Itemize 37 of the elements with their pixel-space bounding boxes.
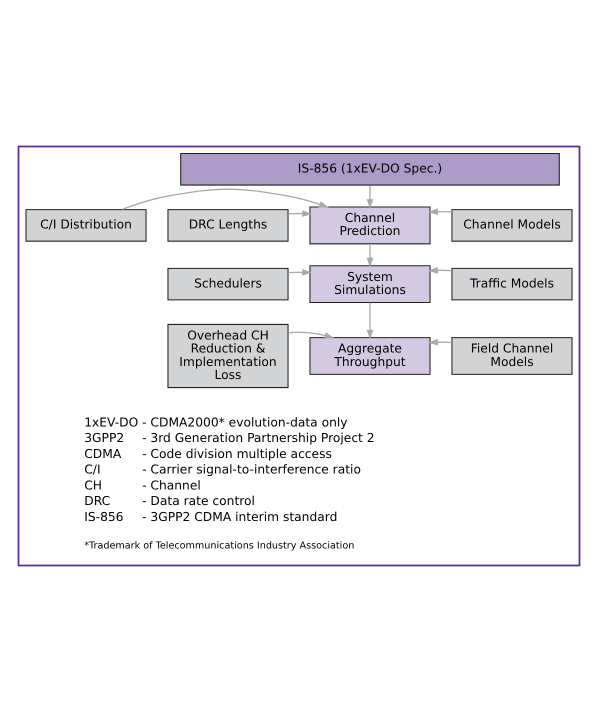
- node-box: Traffic Models: [451, 267, 573, 300]
- label: - CDMA2000* evolution-data only: [142, 414, 348, 429]
- node-box: System Simulations: [309, 264, 431, 303]
- node-box: Overhead CH Reduction & Implementation Loss: [167, 323, 289, 388]
- arrow: [366, 244, 374, 267]
- node-box: Field Channel Models: [451, 336, 573, 374]
- arrow: [366, 302, 374, 339]
- arrow: [428, 338, 452, 346]
- label: CDMA: [84, 446, 122, 460]
- label: - Code division multiple access: [142, 446, 332, 460]
- node-box: C/I Distribution: [25, 208, 147, 242]
- arrow: [366, 184, 374, 208]
- label: - Carrier signal-to-interference ratio: [142, 462, 361, 476]
- node-box: Aggregate Throughput: [309, 336, 431, 374]
- label: DRC: [84, 494, 110, 508]
- label: - 3rd Generation Partnership Project 2: [142, 430, 375, 445]
- label: C/I: [84, 462, 101, 476]
- arrow: [428, 208, 452, 214]
- arrow: [288, 331, 334, 338]
- node-box: IS-856 (1xEV-DO Spec.): [180, 152, 560, 186]
- arrow: [122, 188, 329, 210]
- node-box: Schedulers: [167, 267, 289, 300]
- arrow: [428, 266, 452, 274]
- label: 1xEV-DO: [84, 414, 138, 429]
- cluster: [18, 145, 580, 566]
- label: 3GPP2: [84, 430, 124, 445]
- label: - 3GPP2 CDMA interim standard: [142, 509, 338, 524]
- arrow: [288, 268, 312, 276]
- arrow: [288, 210, 312, 216]
- label: IS-856: [84, 509, 124, 524]
- node-box: Channel Models: [451, 208, 573, 242]
- label: - Channel: [142, 478, 201, 492]
- label: - Data rate control: [142, 494, 255, 508]
- node-box: Channel Prediction: [309, 206, 431, 244]
- label: *Trademark of Telecommunications Industry Association: [84, 540, 354, 552]
- label: CH: [84, 478, 102, 492]
- node-box: DRC Lengths: [167, 208, 289, 242]
